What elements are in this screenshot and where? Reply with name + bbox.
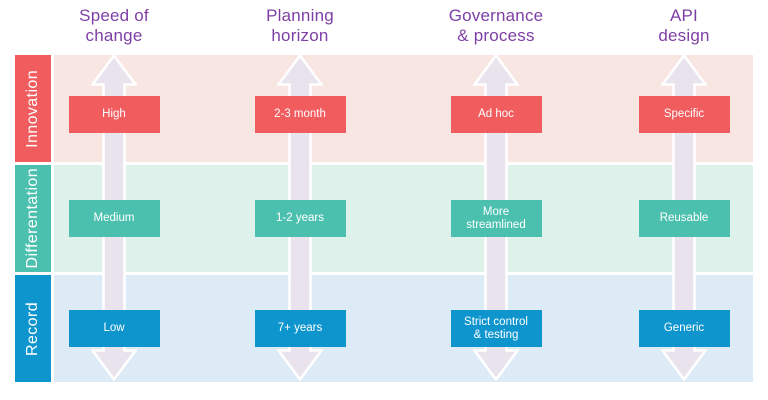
matrix-cell: Medium [68, 200, 160, 237]
matrix-cell: More streamlined [450, 200, 542, 237]
row-band-differentiation [54, 165, 753, 272]
matrix-cell: Reusable [638, 200, 730, 237]
row-label-record: Record [15, 275, 51, 382]
matrix-cell: Strict control & testing [450, 310, 542, 347]
row-label-differentiation: Differentation [15, 165, 51, 272]
row-label-text: Record [24, 301, 41, 356]
row-label-innovation: Innovation [15, 55, 51, 162]
matrix-cell: Specific [638, 96, 730, 133]
matrix-cell: 7+ years [254, 310, 346, 347]
column-header-api-design: API design [658, 6, 710, 45]
matrix-cell: 2-3 month [254, 96, 346, 133]
column-header-planning-horizon: Planning horizon [266, 6, 334, 45]
row-band-record [54, 275, 753, 382]
row-band-innovation [54, 55, 753, 162]
matrix-cell: Low [68, 310, 160, 347]
column-header-governance-process: Governance & process [448, 6, 544, 45]
column-header-speed-of-change: Speed of change [79, 6, 149, 45]
matrix-cell: High [68, 96, 160, 133]
row-label-text: Differentation [24, 168, 41, 269]
matrix-cell: Ad hoc [450, 96, 542, 133]
row-label-text: Innovation [24, 69, 41, 148]
matrix-cell: 1-2 years [254, 200, 346, 237]
matrix-cell: Generic [638, 310, 730, 347]
